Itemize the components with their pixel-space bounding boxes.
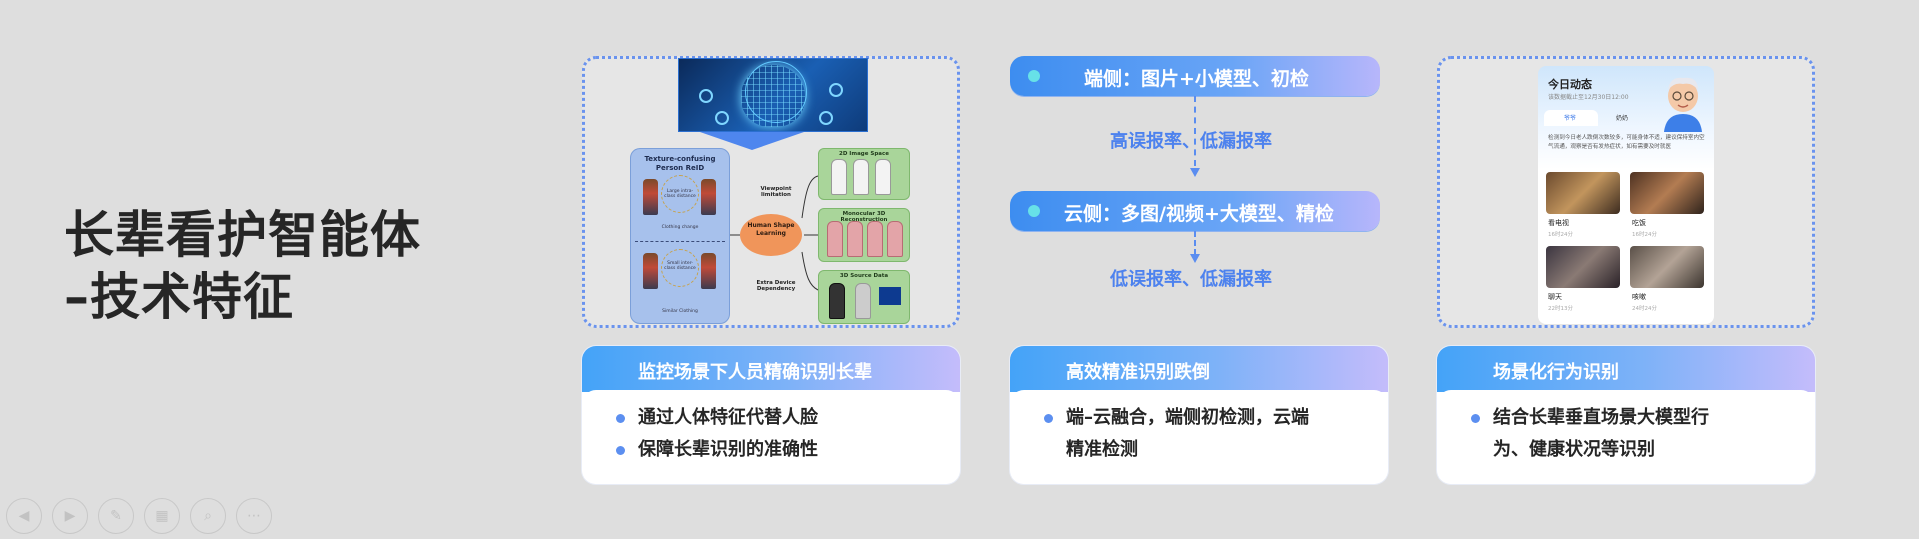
mono-3d-title: Monocular 3D Reconstruction bbox=[840, 211, 888, 223]
edge-rate-text: 高误报率、低漏报率 bbox=[1110, 131, 1272, 152]
card-bullet: 通过人体特征代替人脸 bbox=[638, 407, 818, 428]
pen-icon[interactable]: ✎ bbox=[98, 498, 134, 534]
arrow-down-icon bbox=[1190, 168, 1200, 177]
reid-title: Texture-confusing Person ReID bbox=[644, 155, 716, 172]
activity-photo-1 bbox=[1546, 172, 1620, 214]
dashed-connector-2 bbox=[1194, 231, 1196, 255]
edge-pill-label: 端侧：图片+小模型、初检 bbox=[1084, 68, 1309, 90]
title-line-1: 长辈看护智能体 bbox=[64, 206, 421, 264]
source-3d-box: 3D Source Data bbox=[818, 270, 910, 324]
card-bullet: 保障长辈识别的准确性 bbox=[638, 439, 818, 460]
extra-device-label: Extra Device Dependency bbox=[756, 280, 796, 292]
grandpa-avatar bbox=[1656, 74, 1710, 132]
center-oval: Human Shape Learning bbox=[740, 214, 802, 256]
bullet-dot-icon bbox=[616, 414, 625, 423]
slide-title: 长辈看护智能体 –技术特征 bbox=[64, 204, 421, 328]
activity-photo-2 bbox=[1630, 172, 1704, 214]
card-bullet: 结合长辈垂直场景大模型行 bbox=[1493, 407, 1709, 428]
card-header-label: 监控场景下人员精确识别长辈 bbox=[638, 362, 872, 383]
card-header: 高效精准识别跌倒 bbox=[1010, 346, 1388, 392]
activity-time-4: 24时24分 bbox=[1632, 306, 1657, 312]
activity-caption-4: 咳嗽 bbox=[1632, 293, 1646, 301]
feature-card-2: 高效精准识别跌倒 端–云融合，端侧初检测，云端 精准检测 bbox=[1010, 346, 1388, 484]
tab-grandma[interactable]: 奶奶 bbox=[1616, 115, 1629, 122]
phone-card: 今日动态 该数据截止至12月30日12:00 爷爷 奶奶 检测到今日老人跌倒次数… bbox=[1538, 66, 1714, 324]
next-slide-icon[interactable]: ▶ bbox=[52, 498, 88, 534]
image-space-title: 2D Image Space bbox=[839, 151, 889, 157]
mono-3d-box: Monocular 3D Reconstruction bbox=[818, 208, 910, 262]
feature-card-1: 监控场景下人员精确识别长辈 通过人体特征代替人脸 保障长辈识别的准确性 bbox=[582, 346, 960, 484]
arrow-down-icon bbox=[1190, 254, 1200, 263]
activity-time-2: 16时24分 bbox=[1632, 232, 1657, 238]
card-header: 监控场景下人员精确识别长辈 bbox=[582, 346, 960, 392]
card-header: 场景化行为识别 bbox=[1437, 346, 1815, 392]
center-oval-label: Human Shape Learning bbox=[747, 222, 795, 237]
tab-grandpa[interactable]: 爷爷 bbox=[1564, 115, 1577, 122]
activity-caption-1: 看电视 bbox=[1548, 219, 1569, 227]
reid-box: Texture-confusing Person ReID Large intr… bbox=[630, 148, 730, 324]
viewpoint-label: Viewpoint limitation bbox=[760, 186, 792, 198]
bullet-dot-icon bbox=[1471, 414, 1480, 423]
feature-card-3: 场景化行为识别 结合长辈垂直场景大模型行 为、健康状况等识别 bbox=[1437, 346, 1815, 484]
phone-tabs: 爷爷 奶奶 bbox=[1544, 110, 1708, 126]
phone-heading: 今日动态 bbox=[1548, 78, 1592, 91]
bullet-dot-icon bbox=[616, 446, 625, 455]
more-options-icon[interactable]: ⋯ bbox=[236, 498, 272, 534]
zoom-icon[interactable]: ⌕ bbox=[190, 498, 226, 534]
card-bullet: 端–云融合，端侧初检测，云端 bbox=[1066, 407, 1309, 428]
cloud-pill: 云侧：多图/视频+大模型、精检 bbox=[1010, 191, 1380, 231]
reid-clothing-label: Clothing change bbox=[661, 225, 699, 230]
face-scan-image bbox=[678, 58, 868, 132]
reid-large-label: Large intra-class distance bbox=[664, 189, 696, 199]
image-space-box: 2D Image Space bbox=[818, 148, 910, 200]
slides-grid-icon[interactable]: ▦ bbox=[144, 498, 180, 534]
title-line-2: –技术特征 bbox=[64, 268, 294, 326]
pill-bullet-icon bbox=[1028, 205, 1040, 217]
phone-subheading: 该数据截止至12月30日12:00 bbox=[1548, 94, 1629, 101]
card-header-label: 高效精准识别跌倒 bbox=[1066, 362, 1210, 383]
cloud-pill-label: 云侧：多图/视频+大模型、精检 bbox=[1064, 203, 1334, 225]
activity-photo-3 bbox=[1546, 246, 1620, 288]
card-bullet-continuation: 精准检测 bbox=[1066, 439, 1138, 460]
card-bullet-continuation: 为、健康状况等识别 bbox=[1493, 439, 1655, 460]
source-3d-title: 3D Source Data bbox=[839, 273, 889, 279]
activity-time-3: 22时13分 bbox=[1548, 306, 1573, 312]
activity-photo-4 bbox=[1630, 246, 1704, 288]
card-header-label: 场景化行为识别 bbox=[1493, 362, 1619, 383]
down-arrow-icon bbox=[700, 132, 804, 150]
cloud-rate-text: 低误报率、低漏报率 bbox=[1110, 269, 1272, 290]
reid-small-label: Small inter-class distance bbox=[664, 261, 696, 271]
prev-slide-icon[interactable]: ◀ bbox=[6, 498, 42, 534]
bullet-dot-icon bbox=[1044, 414, 1053, 423]
activity-time-1: 16时24分 bbox=[1548, 232, 1573, 238]
phone-description: 检测到今日老人跌倒次数较多，可能身体不适，建议保持室内空气流通，观察是否有发热症… bbox=[1548, 135, 1705, 150]
connector-lines bbox=[730, 175, 819, 291]
reid-similar-label: Similar Clothing bbox=[662, 309, 698, 314]
pill-bullet-icon bbox=[1028, 70, 1040, 82]
activity-caption-3: 聊天 bbox=[1548, 293, 1562, 301]
activity-caption-2: 吃饭 bbox=[1632, 219, 1646, 227]
edge-pill: 端侧：图片+小模型、初检 bbox=[1010, 56, 1380, 96]
dashed-connector-1 bbox=[1194, 96, 1196, 166]
